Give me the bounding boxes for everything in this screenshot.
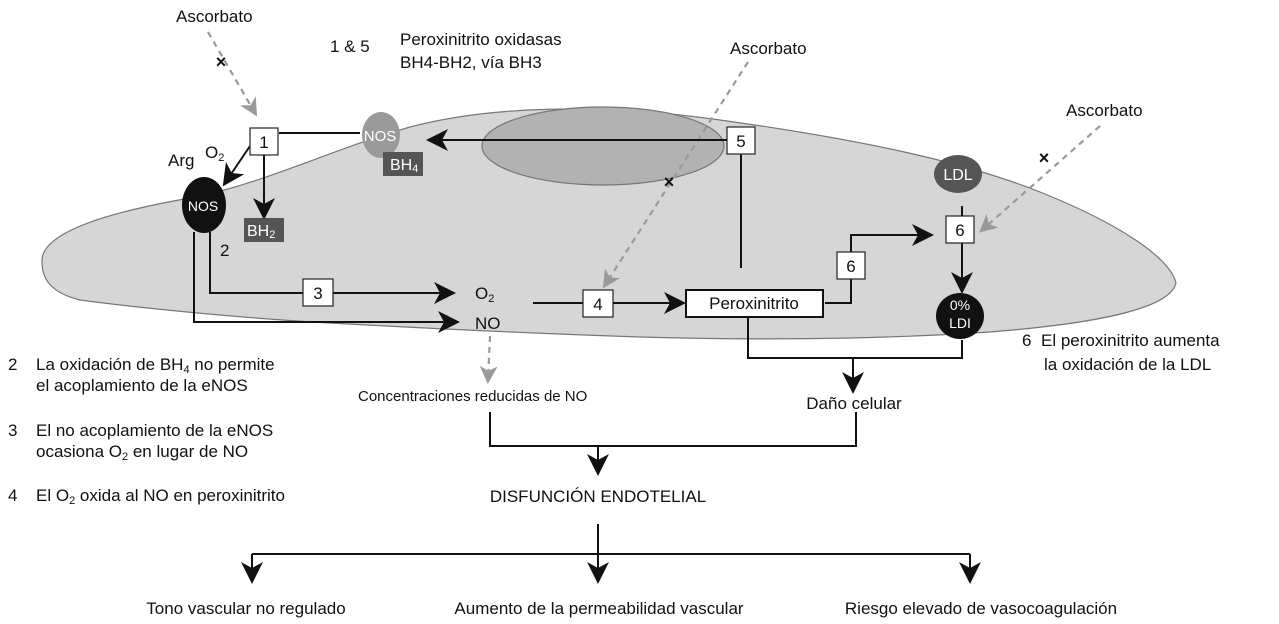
svg-text:El no acoplamiento de la eNOS: El no acoplamiento de la eNOS	[36, 421, 273, 440]
effect-label-1: Tono vascular no regulado	[146, 599, 345, 618]
note-3: 3 El no acoplamiento de la eNOS ocasiona…	[8, 421, 273, 463]
bh4-box	[383, 152, 423, 176]
oxidized-ldl-oval	[936, 293, 984, 339]
svg-text:El peroxinitrito aumenta: El peroxinitrito aumenta	[1041, 331, 1220, 350]
svg-text:El O2 oxida al NO en peroxinit: El O2 oxida al NO en peroxinitrito	[36, 486, 285, 507]
note-6: 6 El peroxinitrito aumenta la oxidación …	[1022, 331, 1220, 374]
endothelial-dysfunction-label: DISFUNCIÓN ENDOTELIAL	[490, 487, 706, 506]
svg-text:La oxidación de BH4 no permite: La oxidación de BH4 no permite	[36, 355, 275, 376]
ascorbato-arrow-3	[978, 125, 1101, 233]
step-box-6-left: 6	[836, 251, 866, 280]
step-box-1: 1	[249, 127, 279, 156]
legend-top-line1: Peroxinitrito oxidasas	[400, 30, 562, 49]
cell-damage-label: Daño celular	[806, 394, 902, 413]
svg-text:2: 2	[8, 355, 17, 374]
oxidized-ldl-top: 0%	[950, 297, 970, 313]
nos-dark-label: NOS	[188, 198, 218, 214]
step2-label: 2	[220, 241, 229, 260]
reduced-no-label: Concentraciones reducidas de NO	[358, 388, 587, 405]
ldl-oval	[934, 155, 982, 193]
effect-label-2: Aumento de la permeabilidad vascular	[454, 599, 744, 618]
arg-label: Arg	[168, 151, 194, 170]
inhibition-mark-2: ×	[664, 172, 675, 192]
bracket-cell-damage	[747, 318, 963, 359]
o2-label-mid: O2	[475, 284, 494, 305]
reduced-no-dashed-arrow	[479, 335, 498, 384]
bh2-label: BH2	[247, 223, 275, 241]
legend-top-line2: BH4-BH2, vía BH3	[400, 53, 542, 72]
effect-label-3: Riesgo elevado de vasocoagulación	[845, 599, 1117, 618]
nos-upper-label: NOS	[364, 128, 397, 145]
peroxinitrito-box	[685, 289, 824, 318]
line-nos-to-no	[193, 232, 460, 333]
no-label: NO	[475, 314, 501, 333]
svg-text:6: 6	[846, 257, 855, 276]
bh2-box	[244, 218, 284, 242]
svg-text:6: 6	[1022, 331, 1031, 350]
note-4: 4 El O2 oxida al NO en peroxinitrito	[8, 486, 285, 507]
svg-text:5: 5	[736, 132, 745, 151]
step-box-6-right: 6	[945, 215, 975, 244]
svg-text:4: 4	[8, 486, 17, 505]
arrow-step1-to-nos-dark	[222, 145, 251, 187]
svg-text:3: 3	[313, 284, 322, 303]
nos-upper	[362, 112, 400, 158]
ascorbato-label-2: Ascorbato	[730, 39, 807, 58]
nucleus	[481, 106, 725, 186]
peroxinitrito-label: Peroxinitrito	[709, 294, 799, 313]
ascorbato-arrow-1	[207, 31, 258, 117]
line-nos-to-step3	[209, 232, 456, 304]
oxidized-ldl-bottom: LDI	[949, 315, 971, 331]
svg-text:ocasiona O2 en lugar de NO: ocasiona O2 en lugar de NO	[36, 442, 248, 463]
ascorbato-arrow-2	[602, 61, 749, 289]
step-box-5: 5	[726, 126, 756, 155]
svg-text:1: 1	[259, 133, 268, 152]
ascorbato-label-3: Ascorbato	[1066, 101, 1143, 120]
legend-top-num: 1 & 5	[330, 37, 370, 56]
bracket-dysfunction	[489, 412, 857, 447]
inhibition-mark-3: ×	[1039, 148, 1050, 168]
inhibition-mark-1: ×	[216, 52, 227, 72]
svg-text:la oxidación de la LDL: la oxidación de la LDL	[1044, 355, 1211, 374]
svg-text:3: 3	[8, 421, 17, 440]
note-2: 2 La oxidación de BH4 no permite el acop…	[8, 355, 275, 395]
o2-label-top: O2	[205, 143, 224, 164]
step-box-4: 4	[582, 289, 614, 318]
bracket-effects	[252, 524, 970, 555]
nos-coupled	[182, 177, 226, 233]
svg-text:el acoplamiento de la eNOS: el acoplamiento de la eNOS	[36, 376, 248, 395]
ascorbato-label-1: Ascorbato	[176, 7, 253, 26]
bh4-label: BH4	[390, 157, 418, 175]
step-box-3: 3	[302, 278, 334, 307]
svg-text:6: 6	[955, 221, 964, 240]
svg-text:4: 4	[593, 295, 602, 314]
ldl-label: LDL	[943, 167, 972, 184]
